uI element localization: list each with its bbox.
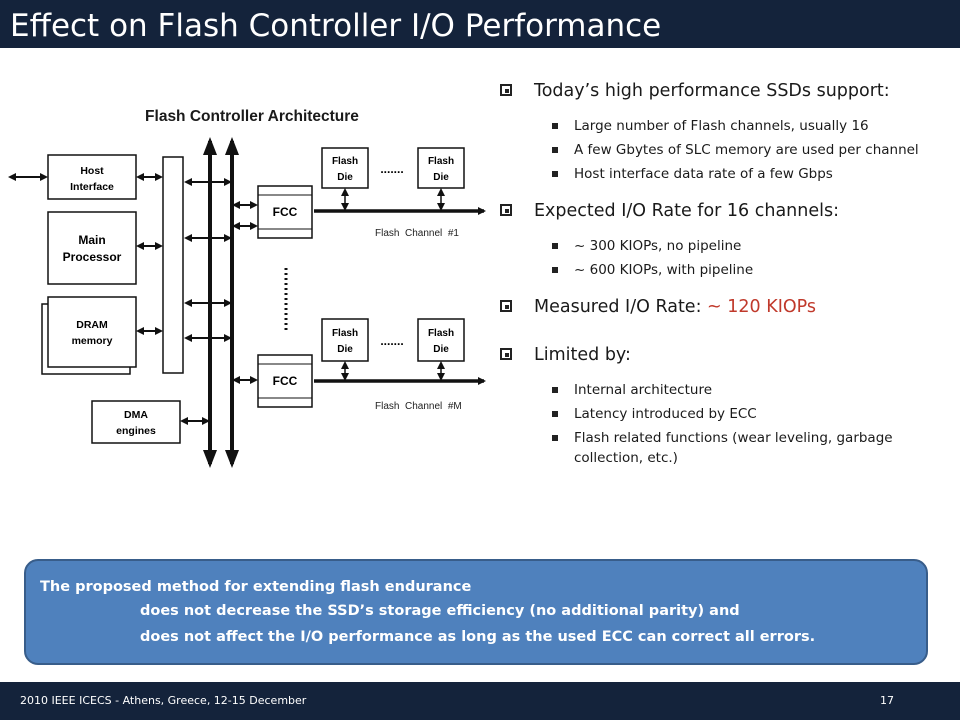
footer-bar: 2010 IEEE ICECS - Athens, Greece, 12-15 … [0, 682, 960, 720]
sub-bullet-text: ~ 600 KIOPs, with pipeline [574, 262, 754, 278]
bullet-list: Today’s high performance SSDs support: L… [498, 78, 948, 472]
flash-die-mb: Flash Die [417, 318, 465, 362]
square-bullet-icon [552, 147, 558, 153]
square-bullet-icon [552, 387, 558, 393]
dma-engines-box: DMA engines [91, 400, 181, 444]
callout-line-3: does not affect the I/O performance as l… [140, 629, 816, 645]
flash-channel-m-label: Flash Channel #M [375, 401, 462, 412]
square-bullet-icon [552, 435, 558, 441]
flash-die-label: Flash [332, 156, 358, 167]
sub-bullet-text: ~ 300 KIOPs, no pipeline [574, 238, 742, 254]
slide-title: Effect on Flash Controller I/O Performan… [10, 8, 662, 44]
die-ellipsis-1: ....... [380, 162, 403, 176]
sub-bullet-text: Large number of Flash channels, usually … [574, 118, 869, 134]
flash-die-label: Flash [428, 328, 454, 339]
dma-label: DMA [124, 409, 148, 421]
checkbox-bullet-icon [500, 348, 512, 360]
sub-bullet-text: A few Gbytes of SLC memory are used per … [574, 142, 919, 158]
sub-bullet-text: Host interface data rate of a few Gbps [574, 166, 833, 182]
flash-die-label: Flash [428, 156, 454, 167]
flash-die-label: Flash [332, 328, 358, 339]
checkbox-bullet-icon [500, 84, 512, 96]
dma-label-2: engines [116, 425, 156, 437]
callout-line-1: The proposed method for extending flash … [40, 579, 472, 595]
host-interface-label-2: Interface [70, 181, 114, 193]
flash-controller-diagram: Flash Controller Architecture Host Inter… [8, 108, 486, 468]
dram-memory-box: DRAM memory [41, 296, 137, 375]
bullet-expected-rate: Expected I/O Rate for 16 channels: [498, 198, 948, 224]
fcc-label-1: FCC [273, 205, 298, 219]
sub-bullet: Latency introduced by ECC [498, 404, 948, 424]
host-interface-box: Host Interface [47, 154, 137, 200]
square-bullet-icon [552, 123, 558, 129]
sub-bullet: ~ 600 KIOPs, with pipeline [498, 260, 948, 280]
flash-die-1a: Flash Die [321, 147, 369, 189]
page-number: 17 [880, 694, 894, 707]
interconnect-column [162, 156, 184, 374]
sub-bullet: Host interface data rate of a few Gbps [498, 164, 948, 184]
die-ellipsis-m: ....... [380, 334, 403, 348]
sub-bullet: Flash related functions (wear leveling, … [498, 428, 948, 468]
sub-bullet: ~ 300 KIOPs, no pipeline [498, 236, 948, 256]
main-processor-label: Main [78, 233, 105, 247]
dram-label-2: memory [72, 335, 113, 347]
sub-bullet-text: Flash related functions (wear leveling, … [574, 430, 893, 466]
sub-bullet: Internal architecture [498, 380, 948, 400]
bullet-text: Measured I/O Rate: [534, 297, 702, 317]
checkbox-bullet-icon [500, 300, 512, 312]
square-bullet-icon [552, 243, 558, 249]
fcc-box-m: FCC [257, 354, 313, 408]
main-processor-label-2: Processor [63, 250, 122, 264]
fcc-label-m: FCC [273, 374, 298, 388]
bullet-measured-rate: Measured I/O Rate: ~ 120 KIOPs [498, 294, 948, 320]
flash-channel-1-label: Flash Channel #1 [375, 228, 459, 239]
fcc-box-1: FCC [257, 185, 313, 239]
dram-label: DRAM [76, 319, 108, 331]
sub-bullet: Large number of Flash channels, usually … [498, 116, 948, 136]
sub-bullet-text: Internal architecture [574, 382, 713, 398]
flash-die-1b: Flash Die [417, 147, 465, 189]
bullet-text: Today’s high performance SSDs support: [534, 81, 890, 101]
bullet-ssd-support: Today’s high performance SSDs support: [498, 78, 948, 104]
square-bullet-icon [552, 171, 558, 177]
bullet-limited-by: Limited by: [498, 342, 948, 368]
sub-bullet-text: Latency introduced by ECC [574, 406, 757, 422]
footer-text: 2010 IEEE ICECS - Athens, Greece, 12-15 … [20, 694, 307, 707]
host-interface-label: Host [80, 165, 104, 177]
callout-line-2: does not decrease the SSD’s storage effi… [140, 603, 740, 619]
bullet-text: Limited by: [534, 345, 631, 365]
sub-bullet: A few Gbytes of SLC memory are used per … [498, 140, 948, 160]
square-bullet-icon [552, 267, 558, 273]
bullet-text: Expected I/O Rate for 16 channels: [534, 201, 840, 221]
checkbox-bullet-icon [500, 204, 512, 216]
flash-die-ma: Flash Die [321, 318, 369, 362]
flash-die-label-2: Die [433, 172, 449, 183]
measured-rate-value: ~ 120 KIOPs [707, 297, 817, 317]
conclusion-callout: The proposed method for extending flash … [24, 559, 928, 665]
square-bullet-icon [552, 411, 558, 417]
flash-die-label-2: Die [433, 344, 449, 355]
title-bar [0, 0, 960, 48]
flash-die-label-2: Die [337, 172, 353, 183]
diagram-title: Flash Controller Architecture [145, 108, 359, 125]
main-processor-box: Main Processor [47, 211, 137, 285]
flash-die-label-2: Die [337, 344, 353, 355]
